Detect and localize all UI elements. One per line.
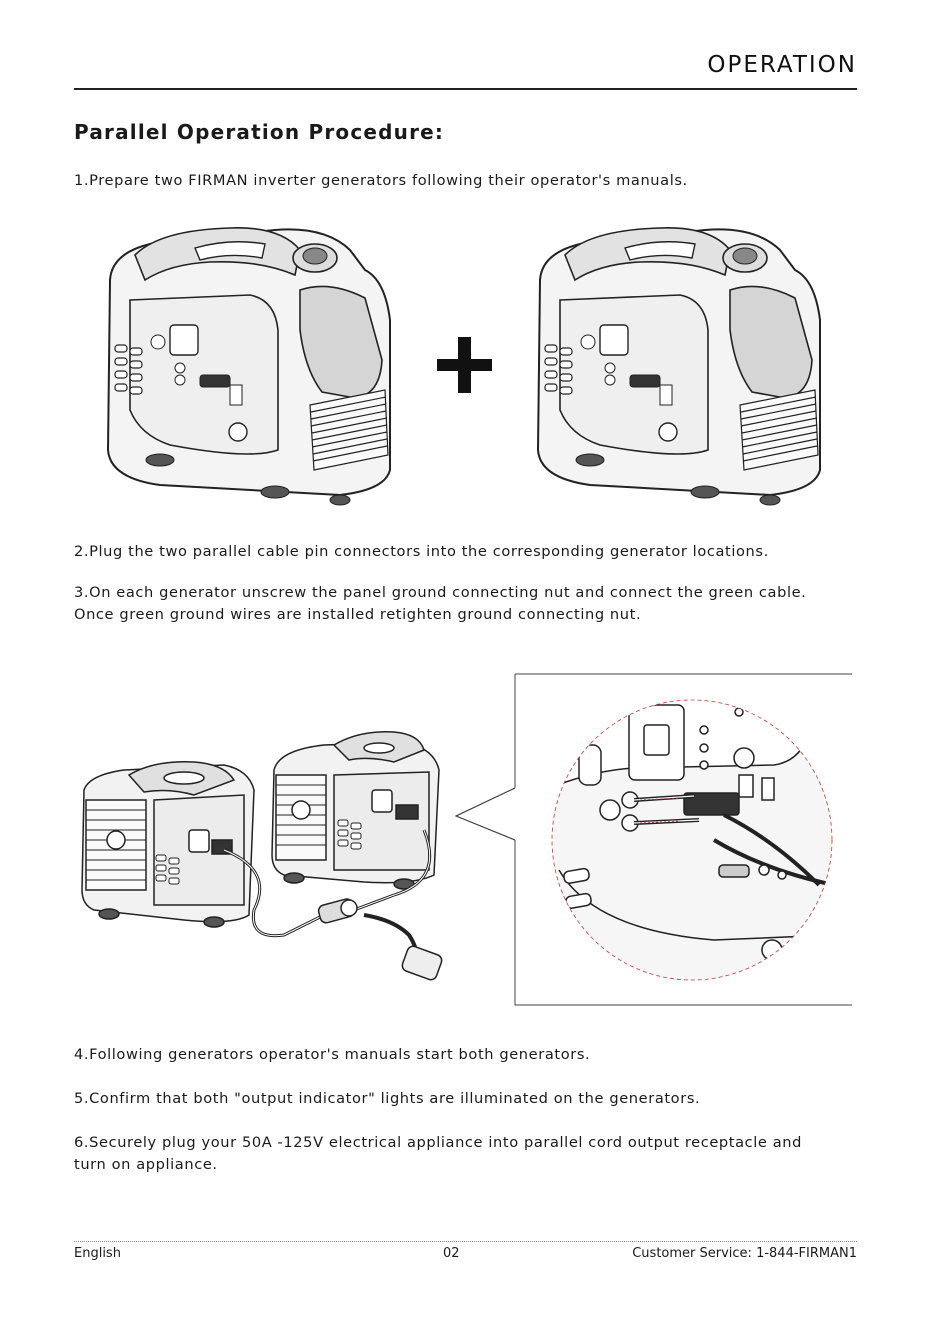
header-divider bbox=[74, 88, 857, 90]
step-6: 6.Securely plug your 50A -125V electrica… bbox=[74, 1134, 803, 1173]
step-1: 1.Prepare two FIRMAN inverter generators… bbox=[74, 172, 688, 189]
two-generators-figure bbox=[107, 226, 821, 506]
parallel-connection-figure bbox=[81, 673, 852, 1006]
footer-language: English bbox=[74, 1246, 121, 1261]
footer-customer-service: Customer Service: 1-844-FIRMAN1 bbox=[632, 1246, 857, 1261]
step-3: 3.On each generator unscrew the panel gr… bbox=[74, 584, 807, 623]
step-5: 5.Confirm that both "output indicator" l… bbox=[74, 1090, 701, 1107]
step-2: 2.Plug the two parallel cable pin connec… bbox=[74, 543, 769, 560]
step-4: 4.Following generators operator's manual… bbox=[74, 1046, 591, 1063]
footer-divider bbox=[74, 1241, 857, 1242]
footer-page-number: 02 bbox=[443, 1246, 460, 1261]
section-title: Parallel Operation Procedure: bbox=[74, 120, 445, 144]
page-header-title: OPERATION bbox=[707, 52, 857, 78]
